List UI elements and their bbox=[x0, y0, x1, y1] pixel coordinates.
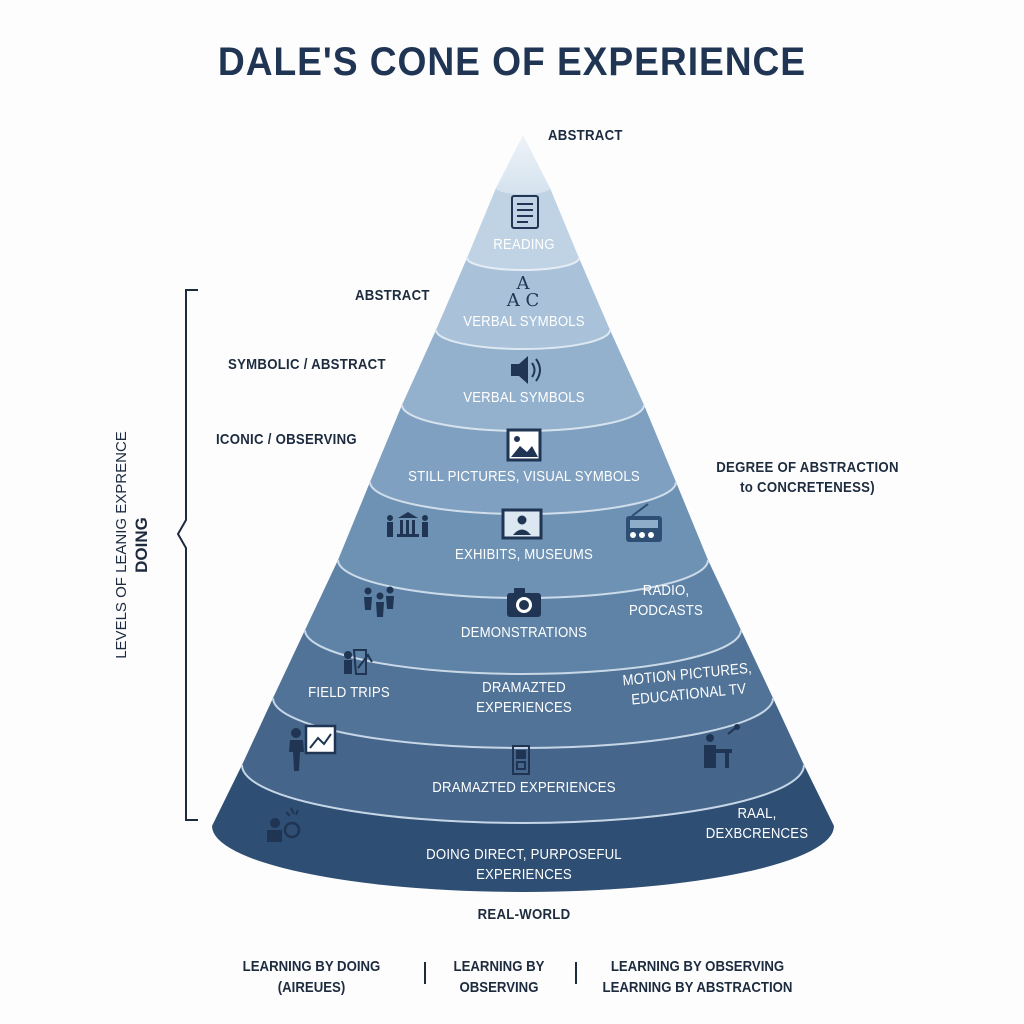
band-label-dramatized: DRAMAZTED EXPERIENCES bbox=[392, 678, 656, 718]
radio-icon bbox=[626, 503, 662, 542]
cone-band-8 bbox=[241, 698, 805, 824]
monitor-person-icon bbox=[501, 508, 543, 540]
footer-separator-2 bbox=[575, 962, 577, 984]
top-abstract-label: ABSTRACT bbox=[548, 127, 623, 144]
footer-observing-line2: OBSERVING bbox=[459, 979, 539, 996]
level-symbolic-label: SYMBOLIC / ABSTRACT bbox=[228, 356, 386, 373]
left-bracket bbox=[176, 289, 198, 821]
level-iconic-label: ICONIC / OBSERVING bbox=[216, 431, 357, 448]
radio-podcasts-label: RADIO, PODCASTS bbox=[534, 581, 798, 621]
level-abstract-label: ABSTRACT bbox=[355, 287, 430, 304]
real-line2: DEXBCRENCES bbox=[705, 825, 809, 842]
radio-line1: RADIO, bbox=[642, 582, 690, 599]
band-label-direct-experiences: DOING DIRECT, PURPOSEFUL EXPERIENCES bbox=[392, 845, 656, 885]
footer-observing-line1: LEARNING BY bbox=[453, 958, 545, 975]
speaker-icon bbox=[511, 356, 541, 384]
cone-band-9 bbox=[212, 765, 834, 892]
museum-group-icon bbox=[387, 512, 428, 537]
presenter-board-icon bbox=[289, 724, 337, 771]
band-label-dramatized-line2: EXPERIENCES bbox=[476, 699, 572, 716]
vertical-axis-line1: LEVELS OF LEANIG EXPRENCE bbox=[113, 431, 130, 659]
hands-on-icon bbox=[267, 807, 301, 842]
field-trips-label: FIELD TRIPS bbox=[308, 684, 390, 701]
band-label-verbal-symbols-1: VERBAL SYMBOLS bbox=[463, 313, 585, 330]
footer-doing-line2: (AIREUES) bbox=[277, 979, 346, 996]
footer-abstraction-line2: LEARNING BY ABSTRACTION bbox=[602, 979, 793, 996]
vertical-axis-line2: DOING bbox=[132, 517, 151, 573]
abstraction-degree-label: DEGREE OF ABSTRACTION to CONCRETENESS) bbox=[713, 458, 902, 498]
band-label-dramatized-line1: DRAMAZTED bbox=[482, 679, 566, 696]
band-label-still-pictures: STILL PICTURES, VISUAL SYMBOLS bbox=[408, 468, 640, 485]
footer-doing-line1: LEARNING BY DOING bbox=[242, 958, 381, 975]
footer-observing: LEARNING BY OBSERVING bbox=[444, 956, 555, 998]
people-group-icon bbox=[364, 586, 394, 617]
real-world-label: REAL-WORLD bbox=[477, 906, 571, 923]
band-label-reading: READING bbox=[493, 236, 555, 253]
band-label-direct-line1: DOING DIRECT, PURPOSEFUL bbox=[426, 846, 622, 863]
real-experiences-label: RAAL, DEXBCRENCES bbox=[625, 804, 889, 844]
field-trip-icon bbox=[344, 649, 373, 675]
abstraction-degree-line2: to CONCRETENESS) bbox=[740, 479, 875, 496]
page-title: DALE'S CONE OF EXPERIENCE bbox=[217, 40, 807, 84]
footer-doing: LEARNING BY DOING (AIREUES) bbox=[235, 956, 389, 998]
radio-line2: PODCASTS bbox=[628, 602, 704, 619]
camera-icon bbox=[507, 588, 541, 617]
footer-abstraction: LEARNING BY OBSERVING LEARNING BY ABSTRA… bbox=[599, 956, 797, 998]
cone-tip bbox=[496, 135, 550, 194]
abc-letter-a: A bbox=[516, 273, 531, 294]
band-label-verbal-symbols-2: VERBAL SYMBOLS bbox=[463, 389, 585, 406]
footer-abstraction-line1: LEARNING BY OBSERVING bbox=[610, 958, 785, 975]
abc-letters-icon: A A C bbox=[506, 273, 540, 311]
vertical-axis-label: LEVELS OF LEANIG EXPRENCE DOING bbox=[112, 431, 152, 659]
cone-band-2 bbox=[435, 258, 611, 350]
film-icon bbox=[512, 745, 530, 775]
craft-worker-icon bbox=[704, 724, 740, 768]
band-label-exhibits: EXHIBITS, MUSEUMS bbox=[455, 546, 593, 563]
cone-band-7 bbox=[272, 630, 774, 749]
picture-icon bbox=[506, 428, 542, 462]
band-label-dramatized-experiences: DRAMAZTED EXPERIENCES bbox=[432, 779, 616, 796]
band-label-direct-line2: EXPERIENCES bbox=[476, 866, 572, 883]
abstraction-degree-line1: DEGREE OF ABSTRACTION bbox=[716, 459, 899, 476]
document-icon bbox=[511, 195, 539, 229]
footer-separator-1 bbox=[424, 962, 426, 984]
real-line1: RAAL, bbox=[737, 805, 777, 822]
abc-letter-ac: A C bbox=[506, 290, 540, 311]
band-label-demonstrations: DEMONSTRATIONS bbox=[460, 624, 588, 641]
